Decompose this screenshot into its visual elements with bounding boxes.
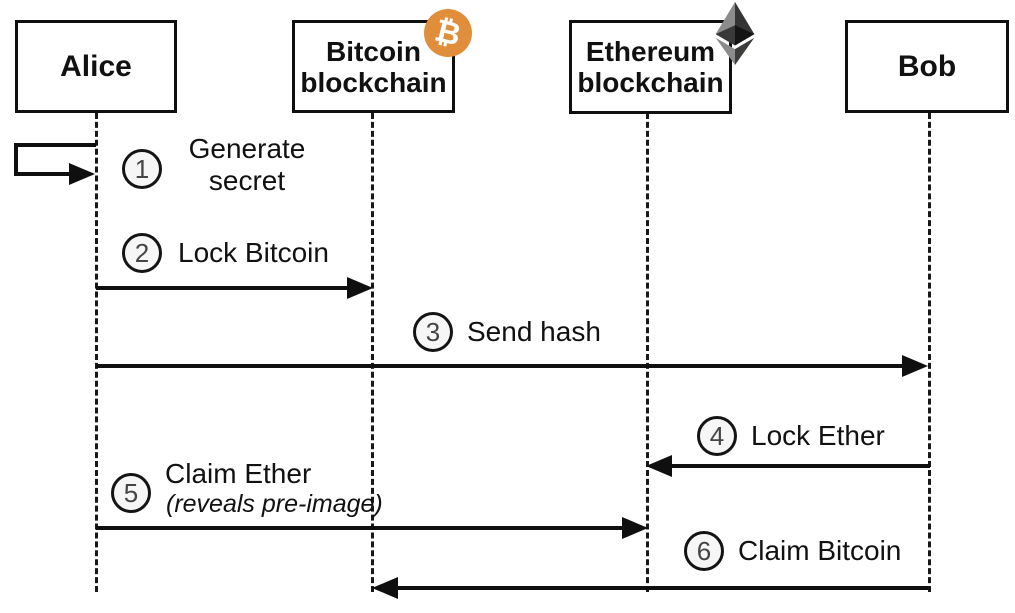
bitcoin-icon: ₿ [424, 9, 472, 57]
step-6-label: Claim Bitcoin [738, 535, 902, 566]
actor-label-ethereum-line2: blockchain [577, 67, 724, 98]
step-1-number: 1 [134, 153, 150, 184]
actor-label-alice: Alice [60, 49, 132, 83]
arrow-step-2-shaft [96, 286, 349, 290]
arrow-step-3-head [902, 355, 928, 377]
actor-label-bitcoin-line2: blockchain [300, 66, 447, 98]
arrow-step-2-head [347, 277, 373, 299]
lifeline-ethereum-blockchain [646, 113, 649, 592]
step-4-number: 4 [709, 420, 725, 451]
step-5-number: 5 [123, 477, 139, 508]
arrow-step-6-head [372, 577, 398, 599]
arrow-step-4-shaft [670, 464, 930, 468]
actor-box-bob: Bob [845, 20, 1009, 113]
arrow-step-6-shaft [396, 586, 928, 590]
step-6-number: 6 [696, 535, 712, 566]
self-loop-arrow-top [14, 143, 96, 147]
step-5-sublabel: (reveals pre-image) [166, 490, 383, 518]
arrow-step-4-head [646, 455, 672, 477]
step-3-label: Send hash [467, 316, 601, 347]
arrow-step-5-shaft [96, 526, 624, 530]
self-loop-arrow-bottom [14, 172, 72, 176]
ethereum-icon [712, 2, 758, 65]
lifeline-alice [95, 113, 98, 592]
step-1-circle: 1 [122, 149, 162, 189]
lifeline-bitcoin-blockchain [371, 113, 374, 592]
self-loop-arrowhead [69, 163, 95, 185]
step-3-circle: 3 [413, 312, 453, 352]
self-loop-arrow-side [14, 143, 18, 176]
lifeline-bob [928, 113, 931, 592]
actor-label-bitcoin-line1: Bitcoin [326, 35, 421, 67]
step-3-number: 3 [425, 316, 441, 347]
actor-label-ethereum-line1: Ethereum [585, 36, 716, 67]
actor-label-bob: Bob [897, 49, 957, 83]
bitcoin-symbol: ₿ [431, 11, 465, 54]
step-2-number: 2 [134, 237, 150, 268]
step-6-circle: 6 [684, 531, 724, 571]
step-2-circle: 2 [122, 233, 162, 273]
step-2-label: Lock Bitcoin [178, 237, 329, 268]
step-5-label: Claim Ether [165, 458, 312, 489]
arrow-step-5-head [622, 517, 648, 539]
step-4-label: Lock Ether [751, 420, 885, 451]
arrow-step-3-shaft [96, 364, 904, 368]
actor-box-alice: Alice [15, 20, 177, 113]
step-4-circle: 4 [697, 416, 737, 456]
step-1-label: Generate secret [188, 133, 306, 196]
step-5-circle: 5 [111, 473, 151, 513]
actor-box-ethereum-blockchain: Ethereum blockchain [569, 20, 732, 114]
